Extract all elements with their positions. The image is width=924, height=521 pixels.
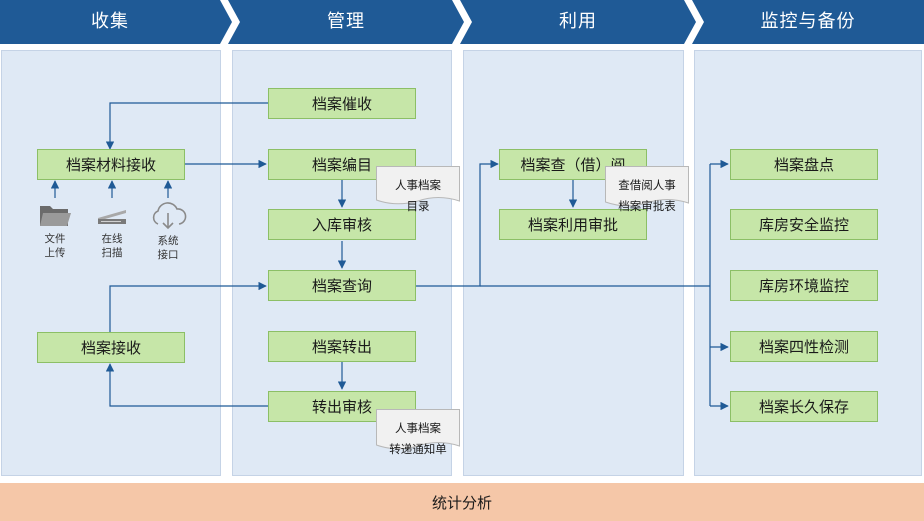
doc-line-1: 人事档案 [395, 421, 441, 435]
monitor-item-preservation[interactable]: 档案长久保存 [730, 391, 878, 422]
doc-line-1: 查借阅人事 [618, 178, 676, 192]
urge-box[interactable]: 档案催收 [268, 88, 416, 119]
transfer-review-box[interactable]: 转出审核 [268, 391, 416, 422]
source-label-1: 系统 [157, 235, 179, 247]
transfer-out-box[interactable]: 档案转出 [268, 331, 416, 362]
stage-header-use: 利用 [460, 0, 696, 44]
receive-box[interactable]: 档案接收 [37, 332, 185, 363]
stage-header-monitor: 监控与备份 [692, 0, 924, 44]
stage-label: 监控与备份 [760, 11, 856, 32]
stage-header-collect: 收集 [0, 0, 232, 44]
stage-header-manage: 管理 [228, 0, 464, 44]
doc-catalog: 人事档案 目录 [376, 166, 460, 213]
query-box[interactable]: 档案查询 [268, 270, 416, 301]
folder-icon [40, 206, 71, 226]
monitor-item-inventory[interactable]: 档案盘点 [730, 149, 878, 180]
doc-transfer-notice: 人事档案 转递通知单 [376, 409, 460, 456]
cloud-download-icon [152, 202, 187, 230]
source-interface[interactable]: 系统 接口 [148, 200, 188, 262]
receive-materials-box[interactable]: 档案材料接收 [37, 149, 185, 180]
source-label-2: 接口 [157, 249, 179, 261]
source-scan[interactable]: 在线 扫描 [92, 200, 132, 260]
source-label-1: 在线 [101, 233, 123, 245]
monitor-item-security[interactable]: 库房安全监控 [730, 209, 878, 240]
monitor-item-four-properties[interactable]: 档案四性检测 [730, 331, 878, 362]
statistics-bar[interactable]: 统计分析 [0, 483, 924, 521]
source-upload[interactable]: 文件 上传 [35, 200, 75, 260]
monitor-item-environment[interactable]: 库房环境监控 [730, 270, 878, 301]
doc-approval-form: 查借阅人事 档案审批表 [605, 166, 689, 213]
doc-line-2: 转递通知单 [389, 442, 447, 456]
storage-review-box[interactable]: 入库审核 [268, 209, 416, 240]
source-label-2: 扫描 [101, 247, 123, 259]
column-use [463, 50, 684, 476]
stage-label: 利用 [559, 11, 597, 32]
stage-label: 管理 [327, 11, 365, 32]
approval-box[interactable]: 档案利用审批 [499, 209, 647, 240]
source-label-2: 上传 [44, 247, 66, 259]
doc-line-2: 目录 [406, 199, 430, 213]
doc-line-1: 人事档案 [395, 178, 441, 192]
source-label-1: 文件 [44, 233, 66, 245]
column-collect [1, 50, 221, 476]
doc-line-2: 档案审批表 [618, 199, 676, 213]
scanner-icon [98, 210, 126, 224]
stage-label: 收集 [91, 11, 129, 32]
